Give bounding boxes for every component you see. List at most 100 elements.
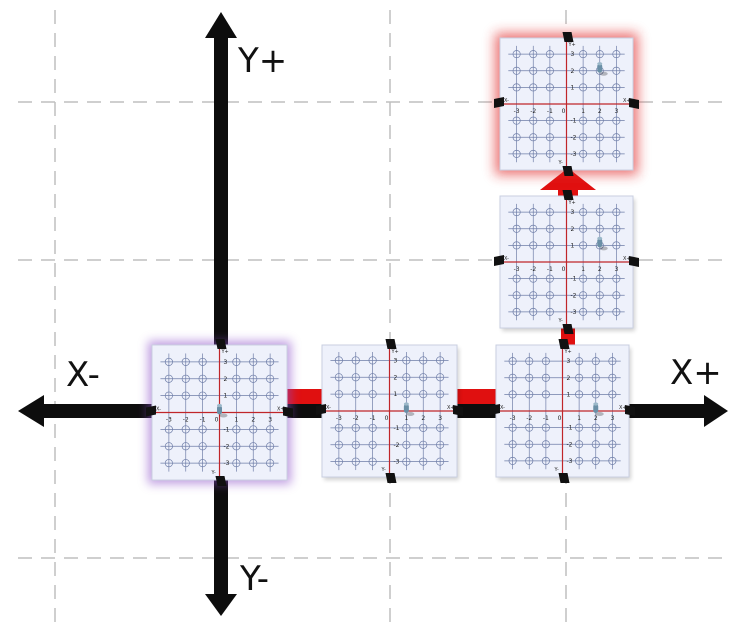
y-positive-label: Y+ (238, 41, 288, 81)
panel-grid-node (579, 133, 588, 142)
panel-grid-node (579, 274, 588, 283)
panel-grid-node (579, 208, 588, 217)
panel-grid-node (529, 66, 538, 75)
panel-grid-node (529, 274, 538, 283)
panel-grid-node (525, 423, 534, 432)
panel-tick-label-y: 2 (571, 226, 575, 233)
panel-grid-node (512, 224, 521, 233)
panel-grid-node (334, 373, 343, 382)
panel-grid-node (368, 457, 377, 466)
panel-grid-node (612, 208, 621, 217)
panel-grid-node (266, 357, 275, 366)
panel-grid-node (541, 456, 550, 465)
clip-right-icon (625, 405, 635, 416)
panel-grid-node (545, 224, 554, 233)
panel-grid-node (198, 425, 207, 434)
panel-tick-label-y: 1 (571, 84, 575, 91)
marker-peg-top (597, 62, 603, 66)
clip-left-icon (316, 404, 326, 415)
panel-tick-label-x: 0 (562, 108, 566, 115)
panel-grid-node (595, 50, 604, 59)
panel-grid-node (608, 440, 617, 449)
x-axis-arrowhead-right (704, 395, 728, 427)
panel-tick-label-x: -1 (370, 415, 376, 422)
panel-grid-node (525, 373, 534, 382)
clip-top-icon (215, 339, 227, 349)
panel-tick-label-x: 0 (215, 417, 219, 424)
clip-bottom-icon (215, 476, 227, 486)
panel-grid-node (512, 116, 521, 125)
marker-shadow (219, 413, 228, 418)
panel-grid-node (529, 291, 538, 300)
panel-grid-node (266, 374, 275, 383)
panel-grid-node (249, 374, 258, 383)
panel-tick-label-y: 1 (394, 391, 398, 398)
panel-grid-node (232, 391, 241, 400)
panel-tick-label-y: -1 (394, 425, 400, 432)
panel-grid-node (508, 357, 517, 366)
panel-tick-label-y: 3 (394, 357, 398, 364)
panel-grid-node (512, 241, 521, 250)
panel-grid-node (612, 50, 621, 59)
panel-grid-node (508, 440, 517, 449)
panel-end-label-x-negative: X- (504, 256, 509, 262)
panel-grid-node (512, 149, 521, 158)
clip-top-icon (385, 339, 397, 349)
panel-tick-label-x: -3 (336, 415, 342, 422)
panel-grid-node (351, 423, 360, 432)
panel-tick-label-y: 3 (224, 359, 228, 366)
panel-grid-node (595, 307, 604, 316)
panel-end-label-y-positive: Y+ (564, 349, 572, 355)
panel-grid-node (529, 307, 538, 316)
panel-grid-node (232, 459, 241, 468)
panel-grid-node (612, 66, 621, 75)
panel-grid-node (198, 374, 207, 383)
panel-grid-node (334, 457, 343, 466)
panel-grid-node (512, 133, 521, 142)
clip-bottom-icon (562, 324, 574, 334)
panel-tick-label-x: 0 (558, 415, 562, 422)
panel-tick-label-x: 2 (598, 108, 602, 115)
panel-grid-node (612, 274, 621, 283)
marker-shadow (406, 412, 415, 416)
panel-tick-label-x: -3 (510, 415, 516, 422)
panel-grid-node (266, 425, 275, 434)
clip-right-icon (453, 405, 463, 416)
panel-grid-node (402, 356, 411, 365)
panel-end-label-y-negative: Y- (211, 470, 216, 476)
panel-grid-node (232, 442, 241, 451)
panel-grid-node (436, 373, 445, 382)
panel-grid-node (232, 425, 241, 434)
panel-grid-node (541, 373, 550, 382)
panel-grid-node (508, 456, 517, 465)
connector-right-2 (455, 389, 497, 404)
panel-grid-node (541, 423, 550, 432)
panel-grid-node (575, 440, 584, 449)
panel-end-label-x-positive: X+ (447, 405, 455, 411)
panel-tick-label-y: 2 (567, 375, 571, 382)
panel-grid-node (368, 373, 377, 382)
panel-grid-node (575, 357, 584, 366)
panel-end-label-y-positive: Y+ (391, 349, 399, 355)
panel-tick-label-y: -2 (224, 443, 230, 450)
panel-grid-node (512, 274, 521, 283)
panel-grid-node (575, 423, 584, 432)
clip-bottom-icon (385, 473, 397, 483)
marker-peg-top (217, 403, 222, 408)
panel-grid-node (266, 459, 275, 468)
panel-grid-node (351, 440, 360, 449)
y-axis-shaft (214, 34, 228, 598)
panel-tick-label-y: -1 (224, 426, 230, 433)
panel-grid-node (508, 373, 517, 382)
marker-peg-icon (597, 238, 603, 248)
panel-grid-node (266, 442, 275, 451)
panel-grid-node (525, 357, 534, 366)
panel-tick-label-x: -2 (530, 266, 536, 273)
panel-grid-node (579, 241, 588, 250)
panel-tick-label-y: 2 (571, 68, 575, 75)
panel-tick-label-x: 1 (234, 417, 238, 424)
